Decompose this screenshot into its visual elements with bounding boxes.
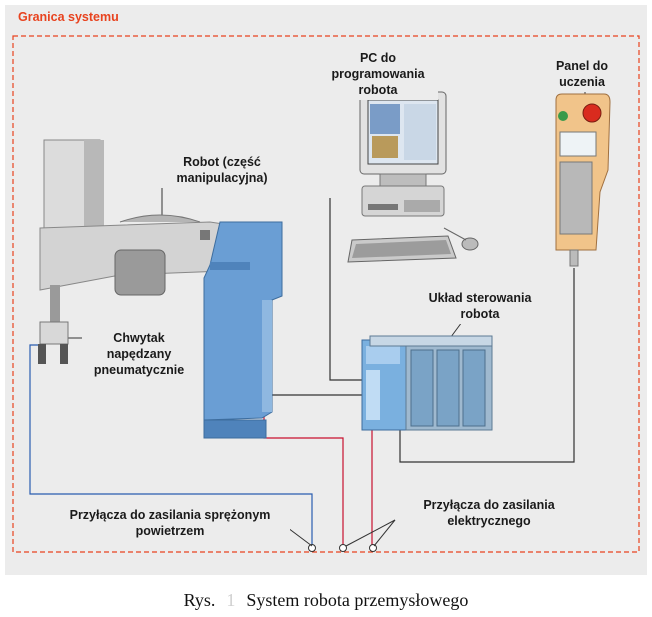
power-supply-label: Przyłącza do zasilania elektrycznego — [405, 495, 573, 531]
pc-to-controller-line — [329, 198, 365, 381]
system-boundary-label: Granica systemu — [16, 10, 121, 24]
pc-label: PC do programowania robota — [318, 48, 438, 100]
air-supply-line — [29, 344, 313, 546]
controller-label: Układ sterowania robota — [418, 288, 542, 324]
power-connector-1 — [339, 544, 347, 552]
robot-manipulator — [38, 139, 283, 439]
figure-caption: Rys. 1 System robota przemysłowego — [0, 590, 652, 611]
air-supply-label: Przyłącza do zasilania sprężonym powietr… — [50, 505, 290, 541]
gripper-label: Chwytak napędzany pneumatycznie — [82, 328, 196, 380]
pc-workstation — [347, 91, 479, 263]
robot-label: Robot (część manipulacyjna) — [165, 152, 279, 188]
system-boundary — [12, 35, 640, 553]
robot-controller — [361, 335, 493, 431]
signal-lines — [272, 198, 575, 463]
panel-to-controller-line — [399, 268, 575, 463]
caption-prefix: Rys. — [183, 590, 216, 610]
caption-title: System robota przemysłowego — [246, 590, 469, 610]
teach-pendant — [555, 93, 611, 267]
caption-number: 1 — [226, 590, 236, 610]
power-connector-2 — [369, 544, 377, 552]
teach-pendant-label: Panel do uczenia — [540, 56, 624, 92]
air-connector — [308, 544, 316, 552]
